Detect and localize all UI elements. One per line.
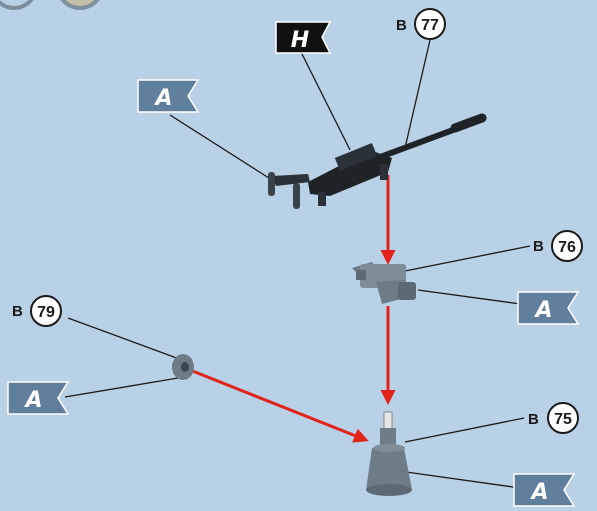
- flag-letter: H: [291, 28, 309, 53]
- flag-h-top: H: [275, 21, 332, 54]
- pedestal-base-icon: [366, 411, 412, 496]
- callout-prefix: B: [12, 303, 23, 320]
- callout-part-77: B 77: [396, 8, 446, 40]
- flag-a-top: A: [137, 79, 200, 113]
- assembly-arrows: [189, 175, 396, 443]
- leader-lines: [64, 39, 536, 489]
- callout-prefix: B: [533, 238, 544, 255]
- callout-part-79: B 79: [12, 295, 62, 327]
- flag-letter: A: [529, 480, 548, 505]
- arrow-washer-to-pedestal: [189, 368, 369, 443]
- flag-a-left: A: [7, 381, 70, 415]
- callout-prefix: B: [528, 411, 539, 428]
- callout-number: 75: [554, 411, 572, 428]
- flag-a-bottom: A: [513, 473, 576, 507]
- flag-letter: A: [23, 388, 42, 413]
- flag-letter: A: [153, 86, 172, 111]
- callout-prefix: B: [396, 17, 407, 34]
- callout-part-75: B 75: [528, 402, 579, 434]
- callout-number: 77: [421, 17, 439, 34]
- mount-bracket-icon: [352, 262, 416, 304]
- callout-number: 79: [37, 304, 55, 321]
- washer-icon: [172, 354, 194, 380]
- flag-letter: A: [533, 298, 552, 323]
- corner-decoration: [0, 0, 100, 10]
- callout-number: 76: [558, 239, 576, 256]
- flag-a-mid: A: [517, 291, 580, 325]
- callout-part-76: B 76: [533, 230, 583, 262]
- machine-gun-icon: [268, 113, 487, 209]
